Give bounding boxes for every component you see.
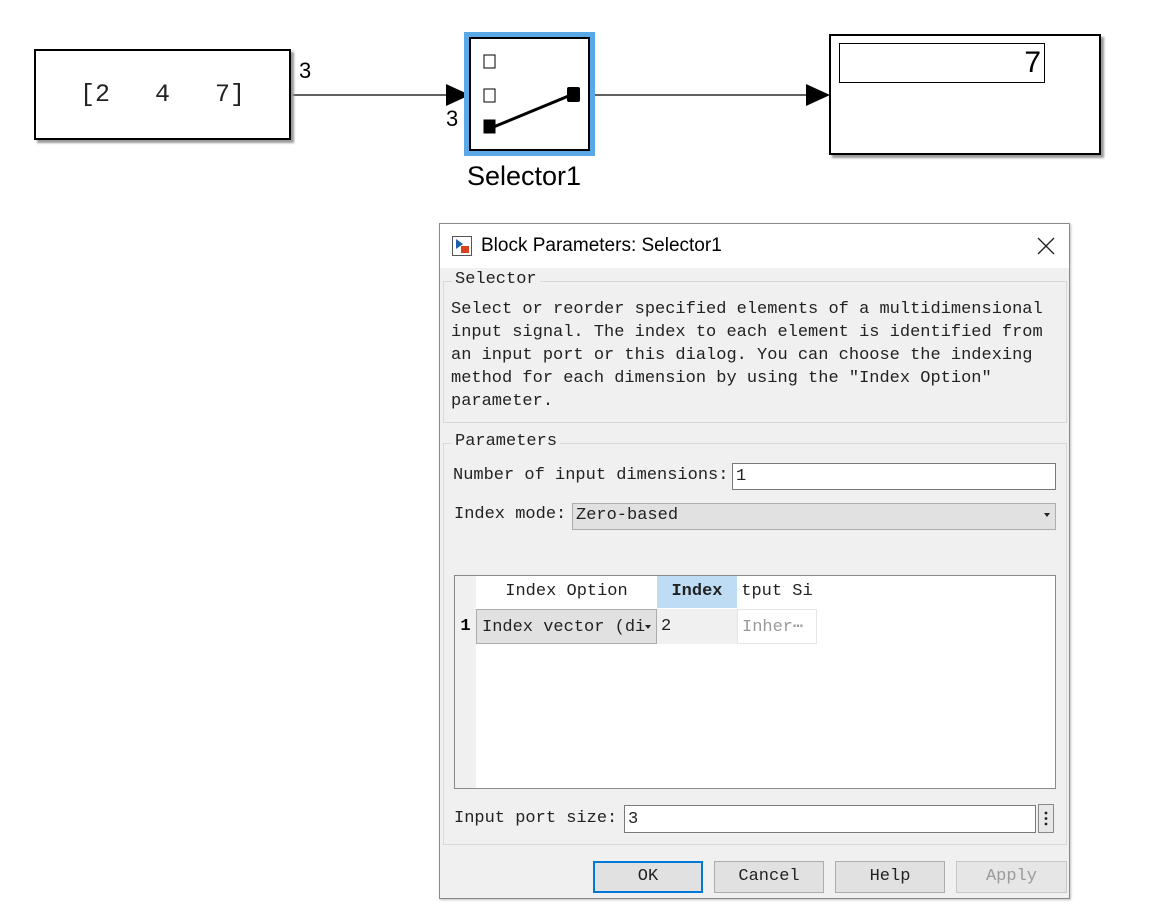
description-line: Select or reorder specified elements of … (451, 300, 1043, 319)
ok-button[interactable]: OK (593, 861, 703, 893)
column-header-index[interactable]: Index (657, 576, 737, 608)
constant-value: [2 4 7] (79, 80, 246, 109)
selector-icon (483, 54, 580, 134)
dialog-title: Block Parameters: Selector1 (481, 235, 722, 256)
num-dims-label: Number of input dimensions: (453, 466, 729, 485)
output-size-cell[interactable]: Inher⋯ (737, 609, 817, 644)
description-line: input signal. The index to each element … (451, 323, 1043, 342)
signal-lines (290, 84, 830, 106)
arrowhead-display-input (806, 84, 830, 106)
num-dims-input[interactable] (732, 463, 1056, 490)
model-canvas[interactable]: [2 4 7] 3 3 Selector1 7 (0, 0, 1157, 221)
simulink-block-icon (452, 236, 472, 256)
display-value: 7 (839, 43, 1045, 83)
vertical-ellipsis-icon (1044, 811, 1048, 826)
description-line: parameter. (451, 392, 554, 411)
apply-button[interactable]: Apply (956, 861, 1067, 893)
signal-width-label: 3 (299, 58, 312, 83)
block-description: Select or reorder specified elements of … (451, 298, 1051, 413)
selector-group-legend: Selector (452, 270, 540, 289)
row-header-column (455, 576, 476, 788)
parameters-group (443, 443, 1067, 845)
close-button[interactable] (1029, 230, 1063, 262)
index-value-cell[interactable]: 2 (657, 609, 737, 644)
display-block[interactable]: 7 (829, 34, 1101, 155)
description-line: an input port or this dialog. You can ch… (451, 346, 1033, 365)
column-header-index-option[interactable]: Index Option (505, 582, 628, 601)
index-table[interactable]: Index Option Index tput Si 1 Index vecto… (454, 575, 1056, 789)
selector-group (443, 281, 1067, 423)
cancel-button[interactable]: Cancel (714, 861, 824, 893)
index-mode-value: Zero-based (576, 506, 679, 525)
index-option-dropdown[interactable]: Index vector (di (476, 609, 657, 644)
index-mode-select[interactable]: Zero-based (572, 503, 1056, 530)
description-line: method for each dimension by using the "… (451, 369, 992, 388)
block-parameters-dialog: Block Parameters: Selector1 Selector Sel… (439, 223, 1070, 899)
chevron-down-icon (645, 625, 651, 629)
close-icon (1037, 237, 1055, 255)
parameters-group-legend: Parameters (452, 432, 561, 451)
arrowhead-selector-input (446, 84, 470, 106)
chevron-down-icon (1044, 513, 1050, 517)
more-options-button[interactable] (1038, 804, 1054, 833)
help-button[interactable]: Help (835, 861, 945, 893)
index-mode-label: Index mode: (454, 505, 567, 524)
dialog-titlebar[interactable]: Block Parameters: Selector1 (440, 224, 1069, 268)
selector-input-width-label: 3 (446, 106, 459, 131)
input-port-size-label: Input port size: (454, 809, 618, 828)
column-header-output-size[interactable]: tput Si (741, 582, 813, 601)
constant-block[interactable]: [2 4 7] (34, 49, 291, 140)
input-port-size-input[interactable] (624, 805, 1036, 833)
index-option-value: Index vector (di (482, 618, 646, 637)
selector-block[interactable] (469, 37, 590, 151)
selector-block-name[interactable]: Selector1 (467, 161, 582, 191)
row-number: 1 (460, 617, 471, 636)
